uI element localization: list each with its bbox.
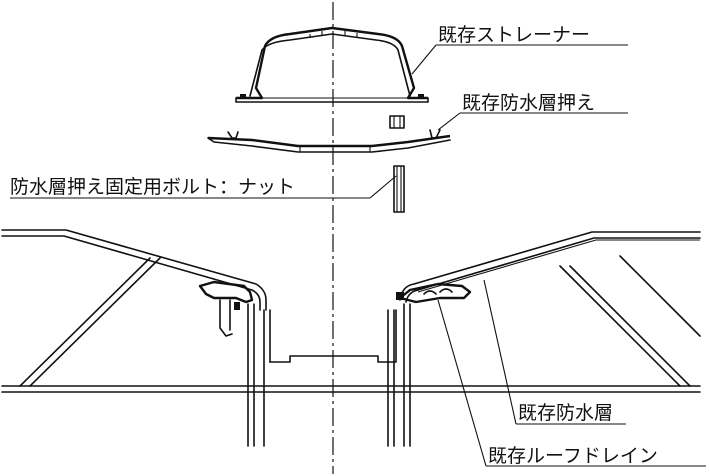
waterproof-layer xyxy=(417,239,700,293)
label-roof-drain: 既存ルーフドレイン xyxy=(488,445,658,467)
roof-drain-body xyxy=(198,280,472,447)
retainer-bolt xyxy=(393,165,405,213)
label-waterproof-layer: 既存防水層 xyxy=(518,402,613,424)
label-waterproof-retainer: 既存防水層押え xyxy=(462,92,595,114)
roof-slab xyxy=(1,229,701,393)
waterproof-retainer-plate xyxy=(207,129,451,153)
retainer-nut xyxy=(389,115,405,129)
leader-lines xyxy=(10,44,706,467)
label-bolt-nut: 防水層押え固定用ボルト：ナット xyxy=(10,176,295,198)
strainer-dome xyxy=(235,26,429,103)
label-strainer: 既存ストレーナー xyxy=(438,24,590,46)
